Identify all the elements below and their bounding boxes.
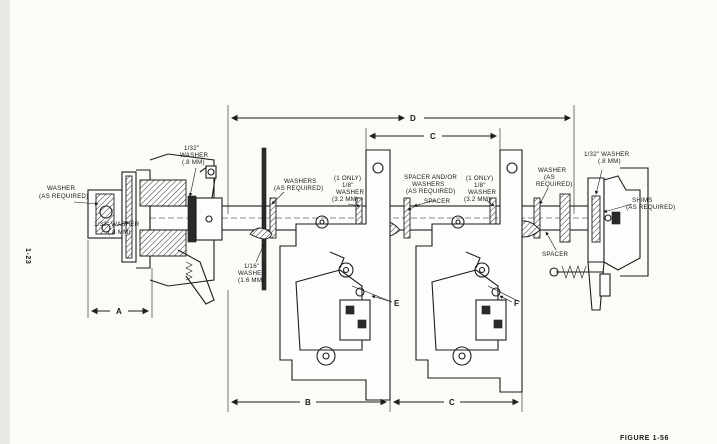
label-washer-116: 1/16" WASHER (1.6 MM): [238, 263, 266, 284]
svg-text:WASHERS: WASHERS: [284, 178, 316, 185]
svg-text:(3.2 MM): (3.2 MM): [332, 196, 358, 203]
dim-label-a: A: [116, 307, 122, 316]
right-end-assembly: [549, 167, 649, 311]
label-spacer-middle: SPACER: [424, 198, 451, 205]
svg-text:(1 ONLY): (1 ONLY): [334, 175, 361, 182]
left-end-assembly: [87, 153, 223, 305]
shaft-washers: [261, 147, 571, 291]
label-shims: SHIMS (AS REQUIRED): [626, 197, 675, 211]
label-washer-132-inner: 1/32" WASHER (.8 MM): [94, 221, 140, 236]
svg-text:(AS: (AS: [544, 174, 555, 181]
dim-label-d: D: [410, 114, 416, 123]
svg-text:(.8 MM): (.8 MM): [598, 158, 621, 165]
switch-body-right: [415, 149, 523, 393]
dimension-c-top: C: [365, 128, 501, 150]
svg-text:(AS REQUIRED): (AS REQUIRED): [39, 193, 88, 200]
page-number: 1-23: [24, 248, 31, 264]
label-mark-e: E: [394, 299, 400, 308]
svg-text:WASHERS: WASHERS: [412, 181, 444, 188]
svg-text:(AS REQUIRED): (AS REQUIRED): [274, 185, 323, 192]
svg-text:WASHER: WASHER: [47, 185, 75, 192]
svg-text:WASHER: WASHER: [180, 152, 208, 159]
label-spacer-right: SPACER: [542, 251, 569, 258]
label-washer-left: WASHER (AS REQUIRED): [39, 185, 88, 200]
svg-text:WASHER: WASHER: [468, 189, 496, 196]
leader-lines: [73, 167, 633, 303]
svg-text:1/32" WASHER: 1/32" WASHER: [94, 221, 140, 228]
dimension-d: D: [227, 105, 575, 214]
svg-text:(AS REQUIRED): (AS REQUIRED): [406, 188, 455, 195]
label-washer-18-right: (1 ONLY) 1/8" WASHER (3.2 MM): [464, 175, 496, 203]
label-washer-18-left: (1 ONLY) 1/8" WASHER (3.2 MM): [332, 175, 364, 203]
label-washer-132-right: 1/32" WASHER (.8 MM): [584, 151, 630, 165]
dim-label-c-bottom: C: [449, 398, 455, 407]
dimension-c-bottom: C: [392, 392, 523, 412]
svg-text:(3.2 MM): (3.2 MM): [464, 196, 490, 203]
svg-text:(1.6 MM): (1.6 MM): [238, 277, 264, 284]
svg-text:(.8 MM): (.8 MM): [182, 159, 205, 166]
figure-caption: FIGURE 1-56: [620, 435, 669, 442]
dim-label-c-top: C: [430, 132, 436, 141]
svg-text:1/8": 1/8": [342, 182, 354, 189]
svg-text:SHIMS: SHIMS: [632, 197, 653, 204]
svg-text:WASHER: WASHER: [538, 167, 566, 174]
svg-text:1/32" WASHER: 1/32" WASHER: [584, 151, 630, 158]
label-spacer-washers: SPACER AND/OR WASHERS (AS REQUIRED): [404, 174, 457, 195]
svg-text:1/16": 1/16": [244, 263, 259, 270]
label-washers-as-required: WASHERS (AS REQUIRED): [274, 178, 323, 192]
svg-text:WASHER: WASHER: [336, 189, 364, 196]
label-mark-f: F: [514, 299, 519, 308]
svg-text:WASHER: WASHER: [238, 270, 266, 277]
svg-text:SPACER AND/OR: SPACER AND/OR: [404, 174, 457, 181]
svg-text:REQUIRED): REQUIRED): [536, 181, 573, 188]
svg-text:(AS REQUIRED): (AS REQUIRED): [626, 204, 675, 211]
dimension-a: A: [87, 240, 153, 318]
page-edge: [0, 0, 10, 444]
label-washer-right: WASHER (AS REQUIRED): [536, 167, 573, 188]
svg-text:1/32": 1/32": [184, 145, 199, 152]
dimension-b: B: [227, 290, 391, 412]
svg-text:(1 ONLY): (1 ONLY): [466, 175, 493, 182]
label-washer-132-top: 1/32" WASHER (.8 MM): [180, 145, 208, 166]
dim-label-b: B: [305, 398, 311, 407]
svg-text:(.8 MM): (.8 MM): [108, 229, 131, 236]
svg-text:1/8": 1/8": [474, 182, 486, 189]
